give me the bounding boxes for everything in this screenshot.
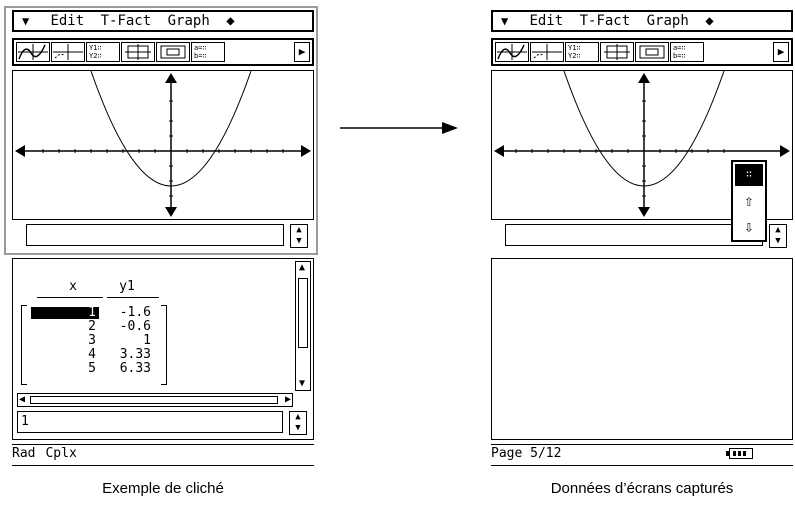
trace-icon[interactable] [51, 42, 85, 62]
diamond-icon[interactable]: ◆ [226, 13, 235, 29]
table-ab-icon[interactable]: a=∷b=∷ [191, 42, 225, 62]
table-cell-y-5[interactable]: 6.33 [119, 361, 151, 376]
trace-icon[interactable] [530, 42, 564, 62]
triangle-up-icon[interactable]: ▲ [299, 262, 306, 273]
menu-t-fact[interactable]: T-Fact [100, 13, 152, 29]
column-header-y1: y1 [119, 279, 135, 294]
zoom-box-icon[interactable] [600, 42, 634, 62]
table-bracket-left [21, 305, 27, 385]
arrow-right-icon [340, 122, 458, 134]
menu-bar: ▼ Edit T-Fact Graph ◆ [491, 10, 793, 32]
table-window: x y1 1 -1.6 2 -0.6 3 1 4 3.33 5 6.33 ▲ ▼… [12, 258, 314, 440]
zoom-auto-icon[interactable] [635, 42, 669, 62]
y1-y2-list-icon[interactable]: Y1∷Y2∷ [86, 42, 120, 62]
table-bracket-right [161, 305, 167, 385]
triangle-down-icon[interactable]: ▼ [299, 378, 306, 389]
graph-sketch-icon[interactable] [495, 42, 529, 62]
graph-entry-field[interactable] [505, 224, 763, 246]
calculator-screen-example: ▼ Edit T-Fact Graph ◆ Y1∷Y2∷ a=∷b=∷ ▶ [4, 6, 318, 466]
vertical-scrollbar[interactable]: ▲ ▼ [295, 261, 311, 391]
menu-graph[interactable]: Graph [646, 13, 689, 29]
table-ab-icon[interactable]: a=∷b=∷ [670, 42, 704, 62]
status-bar: Rad Cplx [12, 444, 314, 466]
diamond-icon[interactable]: ◆ [705, 13, 714, 29]
table-cell-x-2[interactable]: 2 [88, 319, 96, 334]
scroll-up-down-icon[interactable]: ▲▼ [769, 224, 787, 248]
vertical-scroll-thumb[interactable] [298, 278, 308, 348]
arrow-down-icon[interactable]: ⇩ [744, 217, 754, 236]
status-angle-mode: Rad [12, 446, 36, 461]
triangle-right-scroll-icon[interactable]: ▶ [284, 394, 291, 405]
graph-entry-field[interactable] [26, 224, 284, 246]
menu-graph[interactable]: Graph [167, 13, 210, 29]
triangle-left-icon[interactable]: ◀ [19, 394, 26, 405]
capture-popup-menu: ∷ ⇧ ⇩ [731, 160, 767, 242]
header-underline-y1 [107, 297, 159, 298]
status-bar: Page 5/12 [491, 444, 793, 466]
battery-icon [726, 448, 753, 459]
table-area: x y1 1 -1.6 2 -0.6 3 1 4 3.33 5 6.33 [15, 261, 295, 391]
chevron-down-menu-icon[interactable]: ▼ [22, 14, 30, 28]
scroll-up-down-icon[interactable]: ▲▼ [290, 224, 308, 248]
toolbar: Y1∷Y2∷ a=∷b=∷ ▶ [491, 38, 793, 66]
status-complex-mode: Cplx [45, 446, 77, 461]
table-cell-x-3[interactable]: 3 [88, 333, 96, 348]
menu-t-fact[interactable]: T-Fact [579, 13, 631, 29]
table-cell-y-2[interactable]: -0.6 [119, 319, 151, 334]
triangle-right-icon[interactable]: ▶ [773, 42, 789, 62]
calculator-screen-captured: ▼ Edit T-Fact Graph ◆ Y1∷Y2∷ a=∷b=∷ ▶ [487, 8, 795, 466]
table-cell-y-4[interactable]: 3.33 [119, 347, 151, 362]
caption-left: Exemple de cliché [102, 480, 224, 497]
menu-edit[interactable]: Edit [529, 13, 564, 29]
parabola-graph [15, 71, 311, 217]
horizontal-scrollbar[interactable]: ◀ ▶ [17, 393, 293, 407]
table-cell-y-3[interactable]: 1 [143, 333, 151, 348]
table-cell-x-1[interactable]: 1 [31, 306, 99, 319]
menu-bar: ▼ Edit T-Fact Graph ◆ [12, 10, 314, 32]
table-entry-field[interactable]: 1 [17, 411, 283, 433]
empty-lower-window [491, 258, 793, 440]
chevron-down-menu-icon[interactable]: ▼ [501, 14, 509, 28]
column-header-x: x [69, 279, 77, 294]
menu-edit[interactable]: Edit [50, 13, 85, 29]
zoom-auto-icon[interactable] [156, 42, 190, 62]
zoom-box-icon[interactable] [121, 42, 155, 62]
table-cell-x-4[interactable]: 4 [88, 347, 96, 362]
toolbar: Y1∷Y2∷ a=∷b=∷ ▶ [12, 38, 314, 66]
table-cell-x-5[interactable]: 5 [88, 361, 96, 376]
header-underline-x [37, 297, 103, 298]
horizontal-scroll-thumb[interactable] [30, 396, 278, 404]
graph-sketch-icon[interactable] [16, 42, 50, 62]
caption-right: Données d’écrans capturés [550, 480, 734, 497]
triangle-right-icon[interactable]: ▶ [294, 42, 310, 62]
arrow-up-icon[interactable]: ⇧ [744, 191, 754, 210]
table-cell-y-1[interactable]: -1.6 [119, 305, 151, 320]
drag-dots-icon[interactable]: ∷ [735, 164, 763, 186]
parabola-graph [494, 71, 790, 217]
status-page: Page 5/12 [491, 446, 562, 461]
table-entry-up-down-icon[interactable]: ▲▼ [289, 411, 307, 435]
y1-y2-list-icon[interactable]: Y1∷Y2∷ [565, 42, 599, 62]
graph-entry-bar: ▲▼ [12, 222, 314, 250]
graph-window[interactable] [12, 70, 314, 220]
